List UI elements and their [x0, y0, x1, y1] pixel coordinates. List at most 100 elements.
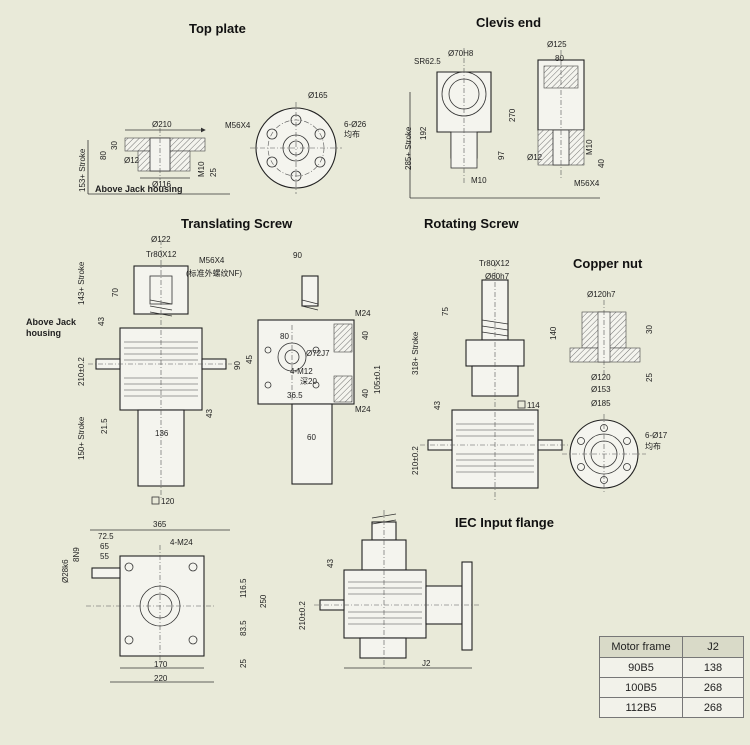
label-translating-above-2: housing [26, 328, 61, 338]
dim-bottom-h835: 83.5 [239, 620, 248, 636]
dim-clevis-d70: Ø70H8 [448, 49, 474, 58]
dim-copper-d120: Ø120 [591, 373, 611, 382]
header-j2: J2 [682, 636, 744, 658]
dim-clevis-h192: 192 [419, 126, 428, 140]
dim-translating-m56: M56X4 [199, 256, 225, 265]
dim-bottom-w170: 170 [154, 660, 168, 669]
top-plate-section-view: Ø210 Ø12 Ø116 80 30 M10 25 153+ Stroke A… [78, 120, 230, 195]
dim-top-plate-m56: M56X4 [225, 121, 251, 130]
dim-translating-h90: 90 [233, 361, 242, 370]
dim-bottom-h25: 25 [239, 659, 248, 668]
dim-rotating-sq114: 114 [527, 401, 540, 410]
label-translating-above-1: Above Jack [26, 317, 77, 327]
dim-top-plate-d116: Ø116 [152, 180, 172, 189]
copper-nut-section-view: Ø120h7 140 30 Ø120 Ø153 25 Ø185 [549, 290, 654, 408]
dim-iec-h43: 43 [326, 559, 335, 568]
label-top-plate-evenly: 均布 [344, 129, 360, 139]
dim-translating-m24b: M24 [355, 405, 371, 414]
dim-clevis-m10: M10 [471, 176, 487, 185]
cell-j2: 268 [682, 697, 744, 718]
dim-clevis-d125: Ø125 [547, 40, 567, 49]
label-above-jack-housing-top: Above Jack housing [95, 184, 183, 194]
dim-copper-holes: 6-Ø17 [645, 431, 668, 440]
dim-top-plate-d12: Ø12 [124, 156, 140, 165]
dim-rotating-h210: 210±0.2 [411, 446, 420, 475]
dim-clevis-m56: M56X4 [574, 179, 600, 188]
dim-bottom-w65: 65 [100, 542, 109, 551]
dim-clevis-h270: 270 [508, 108, 517, 122]
dim-clevis-w80: 80 [555, 54, 564, 63]
header-motor-frame: Motor frame [599, 636, 683, 658]
dim-translating-h215: 21.5 [100, 418, 109, 434]
dim-clevis-sr: SR62.5 [414, 57, 441, 66]
dim-translating-h105: 105±0.1 [373, 365, 382, 394]
dim-bottom-h1165: 116.5 [239, 578, 248, 598]
cell-motor-frame: 100B5 [599, 677, 683, 698]
translating-screw-front-view: Ø122 Tr80X12 M56X4 (标准外螺纹NF) 143+ Stroke… [26, 235, 242, 506]
cell-j2: 138 [682, 657, 744, 678]
clevis-end-side-view: Ø125 80 M10 40 Ø12 M56X4 [527, 40, 606, 188]
motor-frame-table: Motor frame J2 90B5 138 100B5 268 112B5 … [599, 636, 744, 718]
dim-bottom-w725: 72.5 [98, 532, 114, 541]
title-top-plate: Top plate [189, 21, 246, 36]
dim-top-plate-holes: 6-Ø26 [344, 120, 367, 129]
dim-clevis-stroke: 285+ Stroke [404, 126, 413, 170]
dim-bottom-w220: 220 [154, 674, 168, 683]
dim-top-plate-h80: 80 [99, 151, 108, 160]
title-copper-nut: Copper nut [573, 256, 643, 271]
iec-input-flange-view: 43 210±0.2 J2 [298, 510, 480, 670]
dim-iec-h210: 210±0.2 [298, 601, 307, 630]
translating-screw-side-view: 90 M24 80 40 45 90 Ø72J7 4-M12 深20 105±0… [233, 251, 382, 485]
title-iec-input-flange: IEC Input flange [455, 515, 554, 530]
dim-top-plate-m10: M10 [197, 161, 206, 177]
title-rotating-screw: Rotating Screw [424, 216, 520, 231]
dim-translating-h43b: 43 [205, 409, 214, 418]
dim-rotating-d60: Ø60h7 [485, 272, 510, 281]
dim-clevis-m10b: M10 [585, 139, 594, 155]
dim-rotating-tr: Tr80X12 [479, 259, 510, 268]
dim-translating-tr: Tr80X12 [146, 250, 177, 259]
dim-translating-h43: 43 [97, 317, 106, 326]
dim-copper-h25: 25 [645, 373, 654, 382]
table-row: 100B5 268 [599, 677, 744, 698]
dim-rotating-h75: 75 [441, 307, 450, 316]
dim-translating-stroke: 143+ Stroke [77, 261, 86, 305]
dim-translating-w90: 90 [293, 251, 302, 260]
table-header-row: Motor frame J2 [599, 636, 744, 658]
dim-rotating-stroke: 318+ Stroke [411, 331, 420, 375]
dim-top-plate-stroke: 153+ Stroke [78, 148, 87, 192]
title-clevis-end: Clevis end [476, 15, 541, 30]
label-copper-evenly: 均布 [645, 441, 661, 451]
title-translating-screw: Translating Screw [181, 216, 293, 231]
dim-translating-h40b: 40 [361, 389, 370, 398]
dim-copper-d153: Ø153 [591, 385, 611, 394]
dim-bottom-key: 8N9 [72, 547, 81, 562]
dim-clevis-h97: 97 [497, 151, 506, 160]
dim-bottom-w365: 365 [153, 520, 167, 529]
copper-nut-plan-view: 6-Ø17 均布 [562, 414, 668, 494]
table-row: 90B5 138 [599, 657, 744, 678]
dim-bottom-m24: 4-M24 [170, 538, 193, 547]
dim-translating-d72: Ø72J7 [306, 349, 330, 358]
dim-translating-m24: M24 [355, 309, 371, 318]
dim-bottom-w55: 55 [100, 552, 109, 561]
square-symbol-120 [151, 496, 160, 505]
dim-translating-w136: 136 [155, 429, 169, 438]
dim-translating-w365: 36.5 [287, 391, 303, 400]
dim-clevis-h40: 40 [597, 159, 606, 168]
dim-copper-h140: 140 [549, 326, 558, 340]
dim-translating-m12: 4-M12 [290, 367, 313, 376]
dim-translating-h70: 70 [111, 288, 120, 297]
clevis-end-front-view: Ø70H8 SR62.5 192 270 97 M10 285+ Stroke [404, 48, 600, 199]
dim-translating-m56-note: (标准外螺纹NF) [186, 268, 242, 278]
dim-translating-d20: 深20 [300, 377, 317, 386]
dim-translating-h40a: 40 [361, 331, 370, 340]
dim-rotating-h43: 43 [433, 401, 442, 410]
dim-translating-sq120: 120 [161, 497, 175, 506]
dim-copper-d120h7: Ø120h7 [587, 290, 616, 299]
dim-clevis-d12: Ø12 [527, 153, 543, 162]
dim-top-plate-d165: Ø165 [308, 91, 328, 100]
dim-translating-d122: Ø122 [151, 235, 171, 244]
table-row: 112B5 268 [599, 697, 744, 718]
